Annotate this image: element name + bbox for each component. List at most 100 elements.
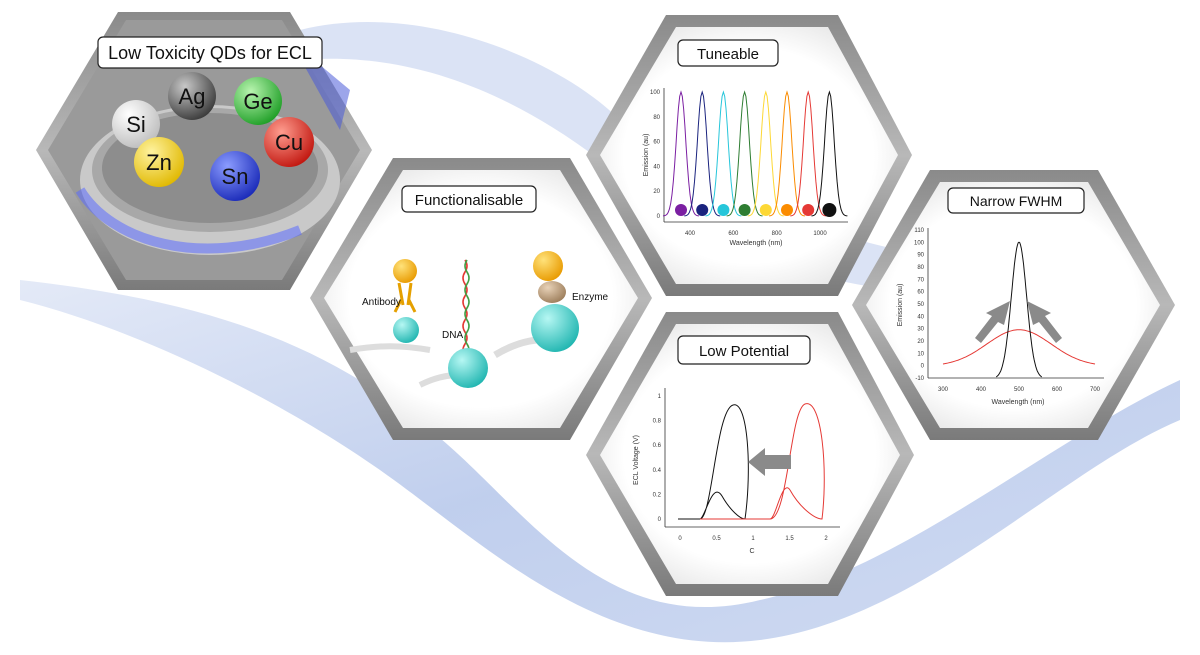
narrow-y-tick-label: 0 (921, 364, 925, 370)
dna-quantum-dot (448, 348, 488, 388)
emission-peak (747, 90, 784, 217)
narrow-y-tick-label: 60 (917, 290, 924, 296)
dna-label: DNA (442, 330, 463, 341)
tuneable-y-tick-label: 20 (653, 189, 660, 195)
low-potential-x-label: C (749, 548, 754, 555)
element-label: Sn (222, 164, 249, 189)
element-label: Zn (146, 150, 172, 175)
narrow-y-tick-label: -10 (915, 376, 924, 382)
ecl-panel: Low Toxicity QDs for ECL Ag Ge Si Cu Zn … (36, 12, 372, 290)
enzyme-quantum-dot (531, 304, 579, 352)
tuneable-y-tick-label: 0 (657, 214, 661, 220)
narrow-fwhm-panel: Narrow FWHM Emission (au) Wavelength (nm… (852, 170, 1175, 440)
narrow-y-tick-label: 70 (917, 277, 924, 283)
element-label: Cu (275, 130, 303, 155)
emission-peak (705, 90, 742, 217)
quantum-dot-marker (675, 204, 687, 216)
functionalisable-panel: Functionalisable Antibody DNA Enzyme (310, 158, 652, 440)
element-label: Si (126, 112, 146, 137)
quantum-dot-marker (781, 204, 793, 216)
narrow-arrow-left (975, 301, 1010, 343)
low-potential-title-box (677, 335, 811, 365)
low-potential-shift-arrow (748, 448, 791, 476)
low-potential-x-tick-label: 0.5 (712, 536, 721, 542)
functionalisable-title-box (401, 185, 537, 213)
tuneable-x-label: Wavelength (nm) (729, 240, 782, 247)
tuneable-plot: Emission (au) Wavelength (nm) 1008060402… (643, 88, 848, 247)
antibody-label: Antibody (362, 297, 401, 308)
emission-peak (790, 90, 827, 217)
narrow-x-tick-label: 500 (1014, 387, 1025, 393)
narrow-title-box (947, 187, 1085, 214)
quantum-dot-marker (696, 204, 709, 216)
emission-peak (768, 90, 806, 217)
narrow-y-label: Emission (au) (897, 284, 904, 327)
element-sphere-cu: Cu (264, 117, 314, 167)
low-potential-panel: Low Potential ECL Voltage (V) C 10.80.60… (586, 312, 914, 596)
narrow-y-tick-label: 30 (917, 327, 924, 333)
narrow-y-tick-label: 90 (917, 253, 924, 259)
tuneable-x-tick-label: 1000 (813, 231, 827, 237)
tuneable-x-tick-label: 400 (685, 231, 696, 237)
element-label: Ge (243, 89, 272, 114)
low-potential-x-tick-label: 1.5 (785, 536, 794, 542)
quantum-dot-marker (759, 204, 772, 216)
emission-peak (811, 90, 848, 217)
ecl-title: Low Toxicity QDs for ECL (108, 43, 312, 63)
low-potential-title: Low Potential (699, 343, 789, 360)
tuneable-title-box (677, 39, 779, 67)
background-ribbon (20, 280, 1180, 643)
quantum-dot-marker (738, 204, 751, 216)
narrow-y-tick-label: 100 (914, 240, 925, 246)
emission-peak (726, 90, 763, 217)
low-potential-black-loop (678, 404, 749, 520)
quantum-dot-marker (717, 204, 730, 216)
narrow-y-tick-label: 40 (917, 314, 924, 320)
broad-emission-curve (942, 329, 1096, 365)
narrow-y-tick-label: 110 (914, 228, 924, 234)
narrow-x-label: Wavelength (nm) (991, 399, 1044, 406)
narrow-y-tick-label: 20 (917, 339, 924, 345)
low-potential-y-label: ECL Voltage (V) (633, 435, 640, 485)
antibody-particle (393, 259, 417, 283)
low-potential-y-tick-label: 0.2 (653, 492, 662, 498)
enzyme-particle (533, 251, 563, 281)
narrow-y-tick-label: 50 (917, 302, 924, 308)
narrow-title: Narrow FWHM (970, 193, 1063, 209)
tuneable-y-label: Emission (au) (643, 134, 650, 177)
ecl-title-box (97, 36, 323, 69)
narrow-plot: Emission (au) Wavelength (nm) 1101009080… (897, 228, 1104, 406)
tuneable-title: Tuneable (697, 46, 759, 63)
low-potential-x-tick-label: 0 (678, 536, 682, 542)
narrow-x-tick-label: 400 (976, 387, 987, 393)
tuneable-x-tick-label: 600 (728, 231, 739, 237)
element-label: Ag (179, 84, 206, 109)
emission-peak (662, 90, 700, 217)
low-potential-y-tick-label: 0.4 (653, 468, 662, 474)
narrow-emission-curve (995, 241, 1043, 378)
low-potential-x-tick-label: 2 (824, 536, 828, 542)
element-sphere-zn: Zn (134, 137, 184, 187)
tuneable-y-tick-label: 60 (653, 140, 660, 146)
tuneable-y-tick-label: 40 (653, 164, 660, 170)
low-potential-y-tick-label: 0 (658, 517, 662, 523)
low-potential-y-tick-label: 0.8 (653, 419, 662, 425)
dna-strand (462, 259, 468, 357)
narrow-y-tick-label: 80 (917, 265, 924, 271)
quantum-dot-marker (802, 204, 815, 216)
element-sphere-si: Si (112, 100, 160, 148)
low-potential-x-tick-label: 1 (751, 536, 755, 542)
tuneable-panel: Tuneable Emission (au) Wavelength (nm) 1… (586, 15, 912, 296)
narrow-x-tick-label: 700 (1090, 387, 1101, 393)
enzyme-body (538, 281, 566, 303)
tuneable-x-tick-label: 800 (772, 231, 783, 237)
tuneable-y-tick-label: 80 (653, 115, 660, 121)
narrow-arrow-right (1027, 301, 1062, 343)
antibody-quantum-dot (393, 317, 419, 343)
enzyme-label: Enzyme (572, 292, 609, 303)
element-sphere-ag: Ag (168, 72, 216, 120)
functionalisable-title: Functionalisable (415, 192, 523, 209)
narrow-y-tick-label: 10 (917, 351, 924, 357)
